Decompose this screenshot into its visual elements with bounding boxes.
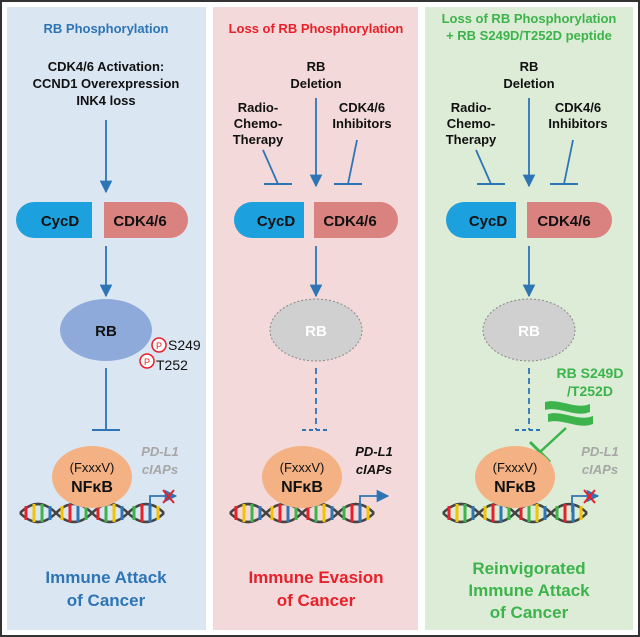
- panel3-nfkb-label: NFκB: [494, 479, 536, 496]
- site-s249-label: S249: [168, 337, 201, 353]
- panel2-inhibitors-inhibition-line: [347, 139, 358, 185]
- panel2-therapy-line3: Therapy: [233, 132, 284, 147]
- panel2-outcome-line2: of Cancer: [277, 591, 356, 610]
- panel2-therapy-line2: Chemo-: [234, 116, 282, 131]
- panel3-outcome-line3: of Cancer: [490, 603, 569, 622]
- panel3-deletion-line2: Deletion: [503, 76, 554, 91]
- panel3-therapy-line1: Radio-: [451, 100, 491, 115]
- panel2-motif-label: (FxxxV): [280, 460, 325, 475]
- panel2-nfkb-label: NFκB: [281, 479, 323, 496]
- panel3-nfkb-protein: [475, 446, 555, 508]
- panel2-cdk-label: CDK4/6: [323, 213, 376, 230]
- panel1-cdk-box: [104, 202, 188, 238]
- panel2-title: Loss of RB Phosphorylation: [229, 21, 404, 36]
- panel3-cycd-label: CycD: [469, 213, 508, 230]
- peptide-icon: [545, 401, 593, 426]
- panel3-deletion-line1: RB: [520, 59, 539, 74]
- panel1-activation-line1: CDK4/6 Activation:: [48, 59, 165, 74]
- panel1-rb-label: RB: [95, 323, 117, 340]
- panel3-cdk-label: CDK4/6: [537, 213, 590, 230]
- phospho-symbol-s249: P: [156, 341, 162, 351]
- panel2-inhibitors-line2: Inhibitors: [332, 116, 391, 131]
- panel2-therapy-inhibition-line: [262, 149, 279, 185]
- panel3-cycd-box: [446, 202, 516, 238]
- panel1-rb-protein: [60, 299, 152, 361]
- panel1-cycd-label: CycD: [41, 213, 80, 230]
- panel1-blocked-x-icon: [162, 489, 175, 504]
- panel3-rb-label: RB: [518, 323, 540, 340]
- panel3-target-pdl1: PD-L1: [581, 444, 619, 459]
- panel3-inhibitors-line1: CDK4/6: [555, 100, 601, 115]
- panel2-transcription-arrow: [359, 489, 390, 512]
- panel3-rb-protein-absent: [482, 298, 576, 362]
- panel3-inhibitors-line2: Inhibitors: [548, 116, 607, 131]
- peptide-inhibition-line: [539, 427, 567, 453]
- phospho-circle-s249: [151, 337, 167, 353]
- panel2-inhibitors-line1: CDK4/6: [339, 100, 385, 115]
- panel1-cycd-box: [16, 202, 92, 238]
- panel2-nfkb-protein: [262, 446, 342, 508]
- panel1-nfkb-protein: [52, 446, 132, 508]
- panel2-cdk-box: [314, 202, 398, 238]
- panel2-deletion-line2: Deletion: [290, 76, 341, 91]
- panel3-outcome-line1: Reinvigorated: [472, 559, 585, 578]
- panel1-title: RB Phosphorylation: [44, 21, 169, 36]
- panel3-blocked-x-icon: [583, 489, 596, 504]
- panel2-rb-protein-absent: [269, 298, 363, 362]
- panel2-outcome-line1: Immune Evasion: [248, 568, 383, 587]
- panel2-therapy-line1: Radio-: [238, 100, 278, 115]
- panel2-deletion-line1: RB: [307, 59, 326, 74]
- phospho-symbol-t252: P: [144, 357, 150, 367]
- site-t252-label: T252: [156, 357, 188, 373]
- panel1-outcome-line1: Immune Attack: [45, 568, 167, 587]
- phospho-circle-t252: [139, 353, 155, 369]
- panel3-peptide-line1: RB S249D: [557, 365, 624, 381]
- panel3-therapy-inhibition-line: [475, 149, 492, 185]
- panel3-outcome-line2: Immune Attack: [468, 581, 590, 600]
- panel2-cycd-box: [234, 202, 304, 238]
- panel1-nfkb-label: NFκB: [71, 479, 113, 496]
- panel1-activation-line3: INK4 loss: [76, 93, 135, 108]
- panel3-target-ciaps: cIAPs: [582, 462, 618, 477]
- panel2-cycd-label: CycD: [257, 213, 296, 230]
- panel1-motif-label: (FxxxV): [70, 460, 115, 475]
- panel1-activation-line2: CCND1 Overexpression: [33, 76, 180, 91]
- panel1-target-ciaps: cIAPs: [142, 462, 178, 477]
- panel1-outcome-line2: of Cancer: [67, 591, 146, 610]
- panel3-title-line1: Loss of RB Phosphorylation: [442, 11, 617, 26]
- panel3-therapy-line2: Chemo-: [447, 116, 495, 131]
- panel1-cdk-label: CDK4/6: [113, 213, 166, 230]
- panel2-rb-label: RB: [305, 323, 327, 340]
- panel1-target-pdl1: PD-L1: [141, 444, 179, 459]
- panel3-therapy-line3: Therapy: [446, 132, 497, 147]
- panel3-cdk-box: [527, 202, 612, 238]
- panel3-peptide-line2: /T252D: [567, 383, 613, 399]
- panel3-motif-label: (FxxxV): [493, 460, 538, 475]
- panel2-target-pdl1: PD-L1: [355, 444, 393, 459]
- panel2-target-ciaps: cIAPs: [356, 462, 392, 477]
- panel3-inhibitors-inhibition-line: [563, 139, 574, 185]
- panel3-title-line2: + RB S249D/T252D peptide: [446, 28, 612, 43]
